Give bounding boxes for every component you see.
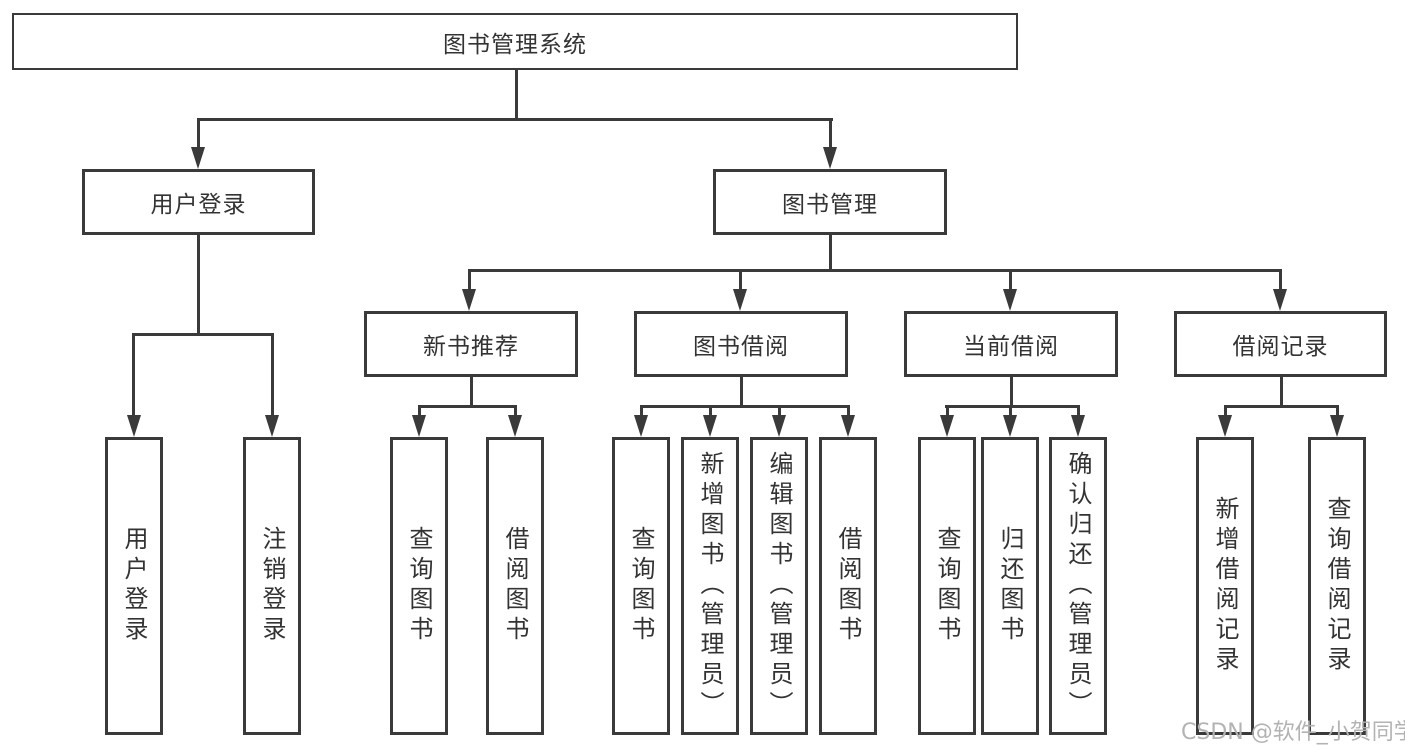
leaf-add-borrow-record: 新增借阅记录 xyxy=(1196,437,1254,735)
node-label: 借阅记录 xyxy=(1232,334,1329,360)
node-label: 图书借阅 xyxy=(693,334,789,360)
connector-stem xyxy=(1224,405,1227,415)
node-book-management: 图书管理 xyxy=(713,169,947,235)
connector-stem xyxy=(847,405,850,415)
connector-stem xyxy=(1336,405,1339,415)
connector-root-stub xyxy=(515,70,518,120)
csdn-watermark: CSDN @软件_小贺同学 xyxy=(1181,720,1405,745)
node-label: 当前借阅 xyxy=(963,334,1059,360)
leaf-label: 新增借阅记录 xyxy=(1211,496,1239,676)
connector-records-rail xyxy=(1224,405,1338,408)
leaf-label: 归还图书 xyxy=(996,526,1024,646)
connector-root-rail xyxy=(197,118,833,121)
node-label: 新书推荐 xyxy=(423,334,519,360)
arrowhead-down-icon xyxy=(1273,289,1287,311)
leaf-edit-book-admin: 编辑图书（管理员） xyxy=(750,437,808,735)
arrowhead-down-icon xyxy=(1330,415,1344,437)
arrowhead-down-icon xyxy=(703,415,717,437)
leaf-label: 查询图书 xyxy=(933,526,961,646)
connector-stem xyxy=(1009,269,1012,289)
leaf-label: 确认归还（管理员） xyxy=(1064,451,1092,721)
node-label: 图书管理系统 xyxy=(443,31,587,58)
node-borrowing-records: 借阅记录 xyxy=(1174,311,1387,377)
arrowhead-down-icon xyxy=(772,415,786,437)
node-label: 图书管理 xyxy=(782,192,878,218)
leaf-label: 借阅图书 xyxy=(501,526,529,646)
leaf-query-books-current: 查询图书 xyxy=(918,437,976,735)
leaf-borrow-books: 借阅图书 xyxy=(819,437,877,735)
node-label: 用户登录 xyxy=(150,192,247,218)
connector-stem xyxy=(468,269,471,289)
connector-current-stub xyxy=(1010,377,1013,407)
connector-stem xyxy=(271,333,274,415)
arrowhead-down-icon xyxy=(462,289,476,311)
leaf-return-book: 归还图书 xyxy=(981,437,1039,735)
arrowhead-down-icon xyxy=(841,415,855,437)
arrowhead-down-icon xyxy=(1071,415,1085,437)
leaf-query-books-borrowing: 查询图书 xyxy=(612,437,670,735)
leaf-confirm-return-admin: 确认归还（管理员） xyxy=(1049,437,1107,735)
connector-stem xyxy=(778,405,781,415)
leaf-label: 用户登录 xyxy=(120,526,148,646)
leaf-label: 新增图书（管理员） xyxy=(696,451,724,721)
connector-recommend-rail xyxy=(418,405,517,408)
leaf-logout: 注销登录 xyxy=(243,437,301,735)
leaf-add-book-admin: 新增图书（管理员） xyxy=(681,437,739,735)
connector-userlogin-rail xyxy=(132,333,274,336)
arrowhead-down-icon xyxy=(1218,415,1232,437)
connector-stem xyxy=(132,333,135,415)
connector-recommend-stub xyxy=(470,377,473,407)
leaf-label: 借阅图书 xyxy=(834,526,862,646)
connector-bookmgmt-rail xyxy=(468,269,1282,272)
leaf-label: 查询图书 xyxy=(627,526,655,646)
connector-stem xyxy=(640,405,643,415)
arrowhead-down-icon xyxy=(1003,289,1017,311)
leaf-label: 查询借阅记录 xyxy=(1323,496,1351,676)
connector-stem xyxy=(709,405,712,415)
connector-records-stub xyxy=(1280,377,1283,407)
connector-userlogin-stub xyxy=(197,235,200,336)
node-book-borrowing: 图书借阅 xyxy=(634,311,848,377)
node-book-management-system: 图书管理系统 xyxy=(12,13,1018,70)
arrowhead-down-icon xyxy=(823,147,837,169)
connector-stem xyxy=(514,405,517,415)
connector-stem xyxy=(418,405,421,415)
connector-stem xyxy=(197,118,200,147)
leaf-query-books-recommend: 查询图书 xyxy=(390,437,448,735)
connector-current-rail xyxy=(945,405,1079,408)
arrowhead-down-icon xyxy=(1003,415,1017,437)
arrowhead-down-icon xyxy=(634,415,648,437)
leaf-query-borrow-record: 查询借阅记录 xyxy=(1308,437,1366,735)
connector-stem xyxy=(829,118,832,147)
connector-bookmgmt-stub xyxy=(829,235,832,272)
connector-stem xyxy=(1279,269,1282,289)
leaf-label: 查询图书 xyxy=(405,526,433,646)
arrowhead-down-icon xyxy=(191,147,205,169)
arrowhead-down-icon xyxy=(265,415,279,437)
connector-stem xyxy=(946,405,949,415)
node-user-login: 用户登录 xyxy=(82,169,315,235)
connector-stem xyxy=(1009,405,1012,415)
connector-borrowing-stub xyxy=(740,377,743,407)
connector-borrowing-rail xyxy=(640,405,849,408)
arrowhead-down-icon xyxy=(940,415,954,437)
connector-stem xyxy=(739,269,742,289)
node-current-borrowing: 当前借阅 xyxy=(904,311,1118,377)
leaf-label: 编辑图书（管理员） xyxy=(765,451,793,721)
leaf-user-login: 用户登录 xyxy=(105,437,163,735)
leaf-borrow-books-recommend: 借阅图书 xyxy=(486,437,544,735)
connector-stem xyxy=(1077,405,1080,415)
arrowhead-down-icon xyxy=(508,415,522,437)
leaf-label: 注销登录 xyxy=(258,526,286,646)
arrowhead-down-icon xyxy=(127,415,141,437)
arrowhead-down-icon xyxy=(412,415,426,437)
node-new-book-recommend: 新书推荐 xyxy=(364,311,578,377)
arrowhead-down-icon xyxy=(733,289,747,311)
